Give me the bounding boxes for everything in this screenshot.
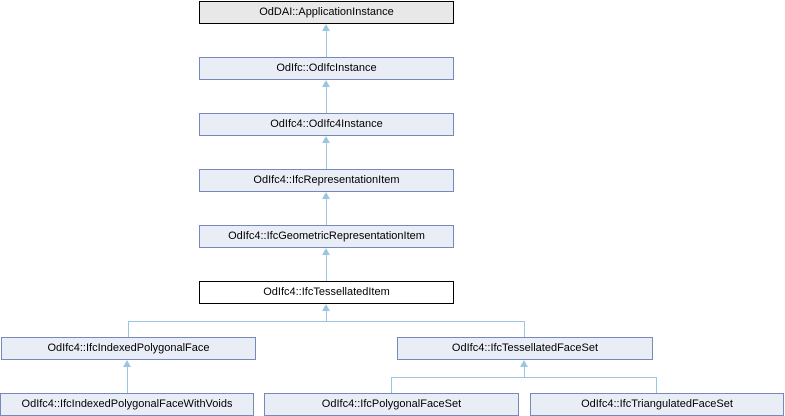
arrowhead-up-icon [520, 360, 528, 367]
arrowhead-up-icon [322, 304, 330, 311]
arrowhead-up-icon [322, 136, 330, 143]
inheritance-edge-line [656, 377, 657, 393]
inheritance-edge-line [127, 366, 128, 393]
inheritance-edge-line [326, 30, 327, 57]
class-node-odifcinstance[interactable]: OdIfc::OdIfcInstance [199, 57, 454, 80]
inheritance-edge-line [326, 198, 327, 225]
inheritance-edge-line [326, 86, 327, 113]
inheritance-branch-line [391, 377, 657, 378]
class-node-ifcrepresentationitem[interactable]: OdIfc4::IfcRepresentationItem [199, 169, 454, 192]
class-node-ifcindexedpolygonalfacewithvoids[interactable]: OdIfc4::IfcIndexedPolygonalFaceWithVoids [0, 393, 254, 416]
arrowhead-up-icon [322, 248, 330, 255]
inheritance-edge-line [128, 321, 129, 337]
class-node-ifcgeometricrepresentationitem[interactable]: OdIfc4::IfcGeometricRepresentationItem [199, 225, 454, 248]
arrowhead-up-icon [322, 24, 330, 31]
arrowhead-up-icon [322, 80, 330, 87]
inheritance-edge-line [391, 377, 392, 393]
inheritance-edge-line [326, 142, 327, 169]
arrowhead-up-icon [322, 192, 330, 199]
inheritance-edge-line [524, 366, 525, 378]
inheritance-edge-line [326, 254, 327, 281]
inheritance-edge-line [326, 310, 327, 322]
class-node-ifctriangulatedfaceset[interactable]: OdIfc4::IfcTriangulatedFaceSet [530, 393, 784, 416]
inheritance-branch-line [128, 321, 525, 322]
class-node-ifcindexedpolygonalface[interactable]: OdIfc4::IfcIndexedPolygonalFace [1, 337, 256, 360]
class-node-ifctessellatedfaceset[interactable]: OdIfc4::IfcTessellatedFaceSet [397, 337, 653, 360]
inheritance-edge-line [524, 321, 525, 337]
arrowhead-up-icon [123, 360, 131, 367]
class-node-ifctessellateditem: OdIfc4::IfcTessellatedItem [199, 281, 454, 304]
class-node-odifc4instance[interactable]: OdIfc4::OdIfc4Instance [199, 113, 454, 136]
class-node-ifcpolygonalfaceset[interactable]: OdIfc4::IfcPolygonalFaceSet [264, 393, 519, 416]
class-node-applicationinstance[interactable]: OdDAI::ApplicationInstance [199, 1, 454, 24]
